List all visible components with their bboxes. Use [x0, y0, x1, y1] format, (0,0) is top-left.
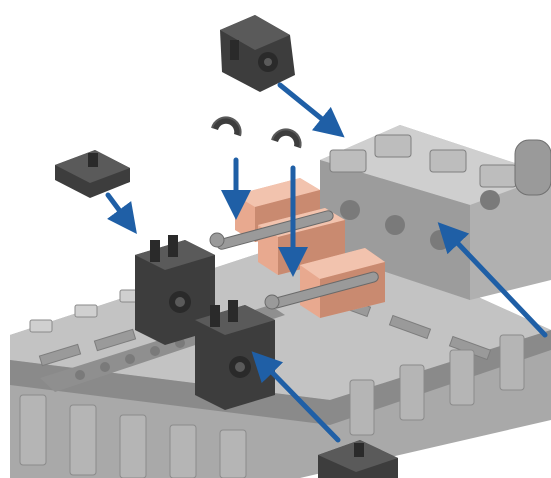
arrow-top-bracket	[277, 82, 345, 138]
loose-dark-tile-bottom	[318, 440, 398, 478]
assembly-direction-arrow-icon	[105, 82, 548, 443]
dark-bracket-right	[195, 300, 275, 410]
arrow-right-block	[437, 222, 548, 338]
copper-connectors	[209, 178, 385, 318]
loose-dark-bracket-top	[220, 15, 295, 92]
axles	[209, 210, 379, 310]
loose-clip-1	[211, 116, 242, 137]
grey-beam-block	[320, 125, 551, 300]
dark-bracket-left	[135, 235, 215, 345]
arrow-left-tile	[105, 192, 137, 235]
loose-dark-tile-left	[55, 150, 130, 198]
arrow-bottom-tile	[251, 351, 341, 443]
loose-clip-2	[271, 128, 302, 149]
